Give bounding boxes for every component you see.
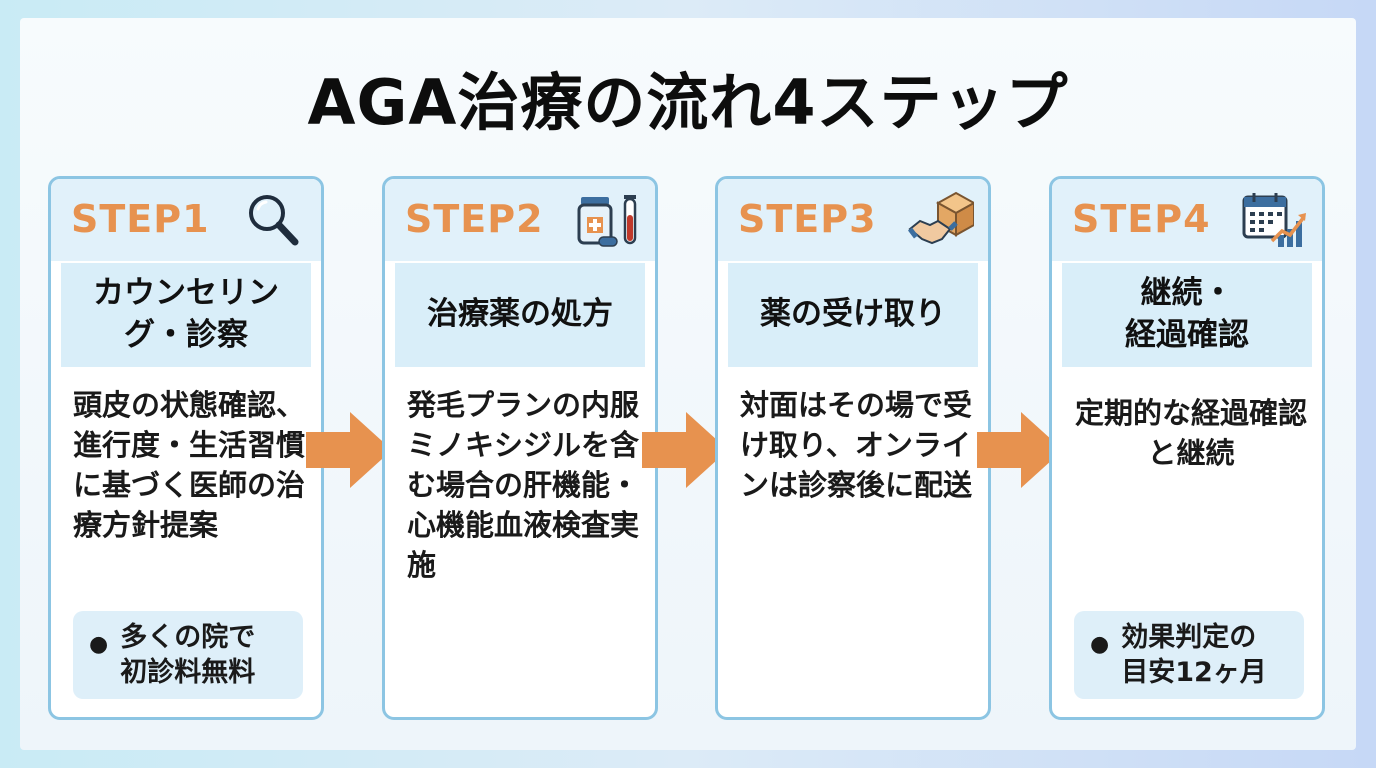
arrow-right-icon [306,412,392,488]
calendar-growth-chart-icon [1242,193,1306,247]
step-subtitle: 治療薬の処方 [395,263,645,367]
arrow-right-icon [977,412,1063,488]
step-card-2: STEP2 治療薬の処方 発毛プランの内服ミノキシジルを含む場合の肝機能・心機能… [382,176,658,720]
bullet-icon: ● [89,632,109,657]
step-note: ● 効果判定の目安12ヶ月 [1074,611,1304,699]
step-note: ● 多くの院で初診料無料 [73,611,303,699]
note-text: 効果判定の目安12ヶ月 [1121,621,1267,688]
handshake-package-icon [908,191,974,245]
step-card-3: STEP3 薬の受け取り 対面はその場で受け取り、オンラインは診察後に配送 [715,176,991,720]
step-label: STEP3 [738,197,877,241]
step-label: STEP2 [405,197,544,241]
step-subtitle: 薬の受け取り [728,263,978,367]
magnifier-icon [249,195,299,246]
step-label: STEP4 [1072,197,1211,241]
medicine-blood-test-icon [577,195,637,247]
step-subtitle: カウンセリング・診察 [61,263,311,367]
step-description: 頭皮の状態確認、進行度・生活習慣に基づく医師の治療方針提案 [73,388,306,543]
page-title: AGA治療の流れ4ステップ [307,66,1069,139]
step-description: 発毛プランの内服ミノキシジルを含む場合の肝機能・心機能血液検査実施 [407,388,640,583]
step-card-4: STEP4 継続・ 経過確認 定期的な経過確認と継続 ● 効果判定の目安12ヶ月 [1049,176,1325,720]
step-subtitle: 継続・ 経過確認 [1062,263,1312,367]
bullet-icon: ● [1090,632,1110,657]
step-description: 対面はその場で受け取り、オンラインは診察後に配送 [740,388,973,503]
step-card-1: STEP1 カウンセリング・診察 頭皮の状態確認、進行度・生活習慣に基づく医師の… [48,176,324,720]
step-description: 定期的な経過確認と継続 [1074,396,1307,471]
arrow-right-icon [642,412,728,488]
step-label: STEP1 [71,197,210,241]
note-text: 多くの院で初診料無料 [120,621,256,688]
